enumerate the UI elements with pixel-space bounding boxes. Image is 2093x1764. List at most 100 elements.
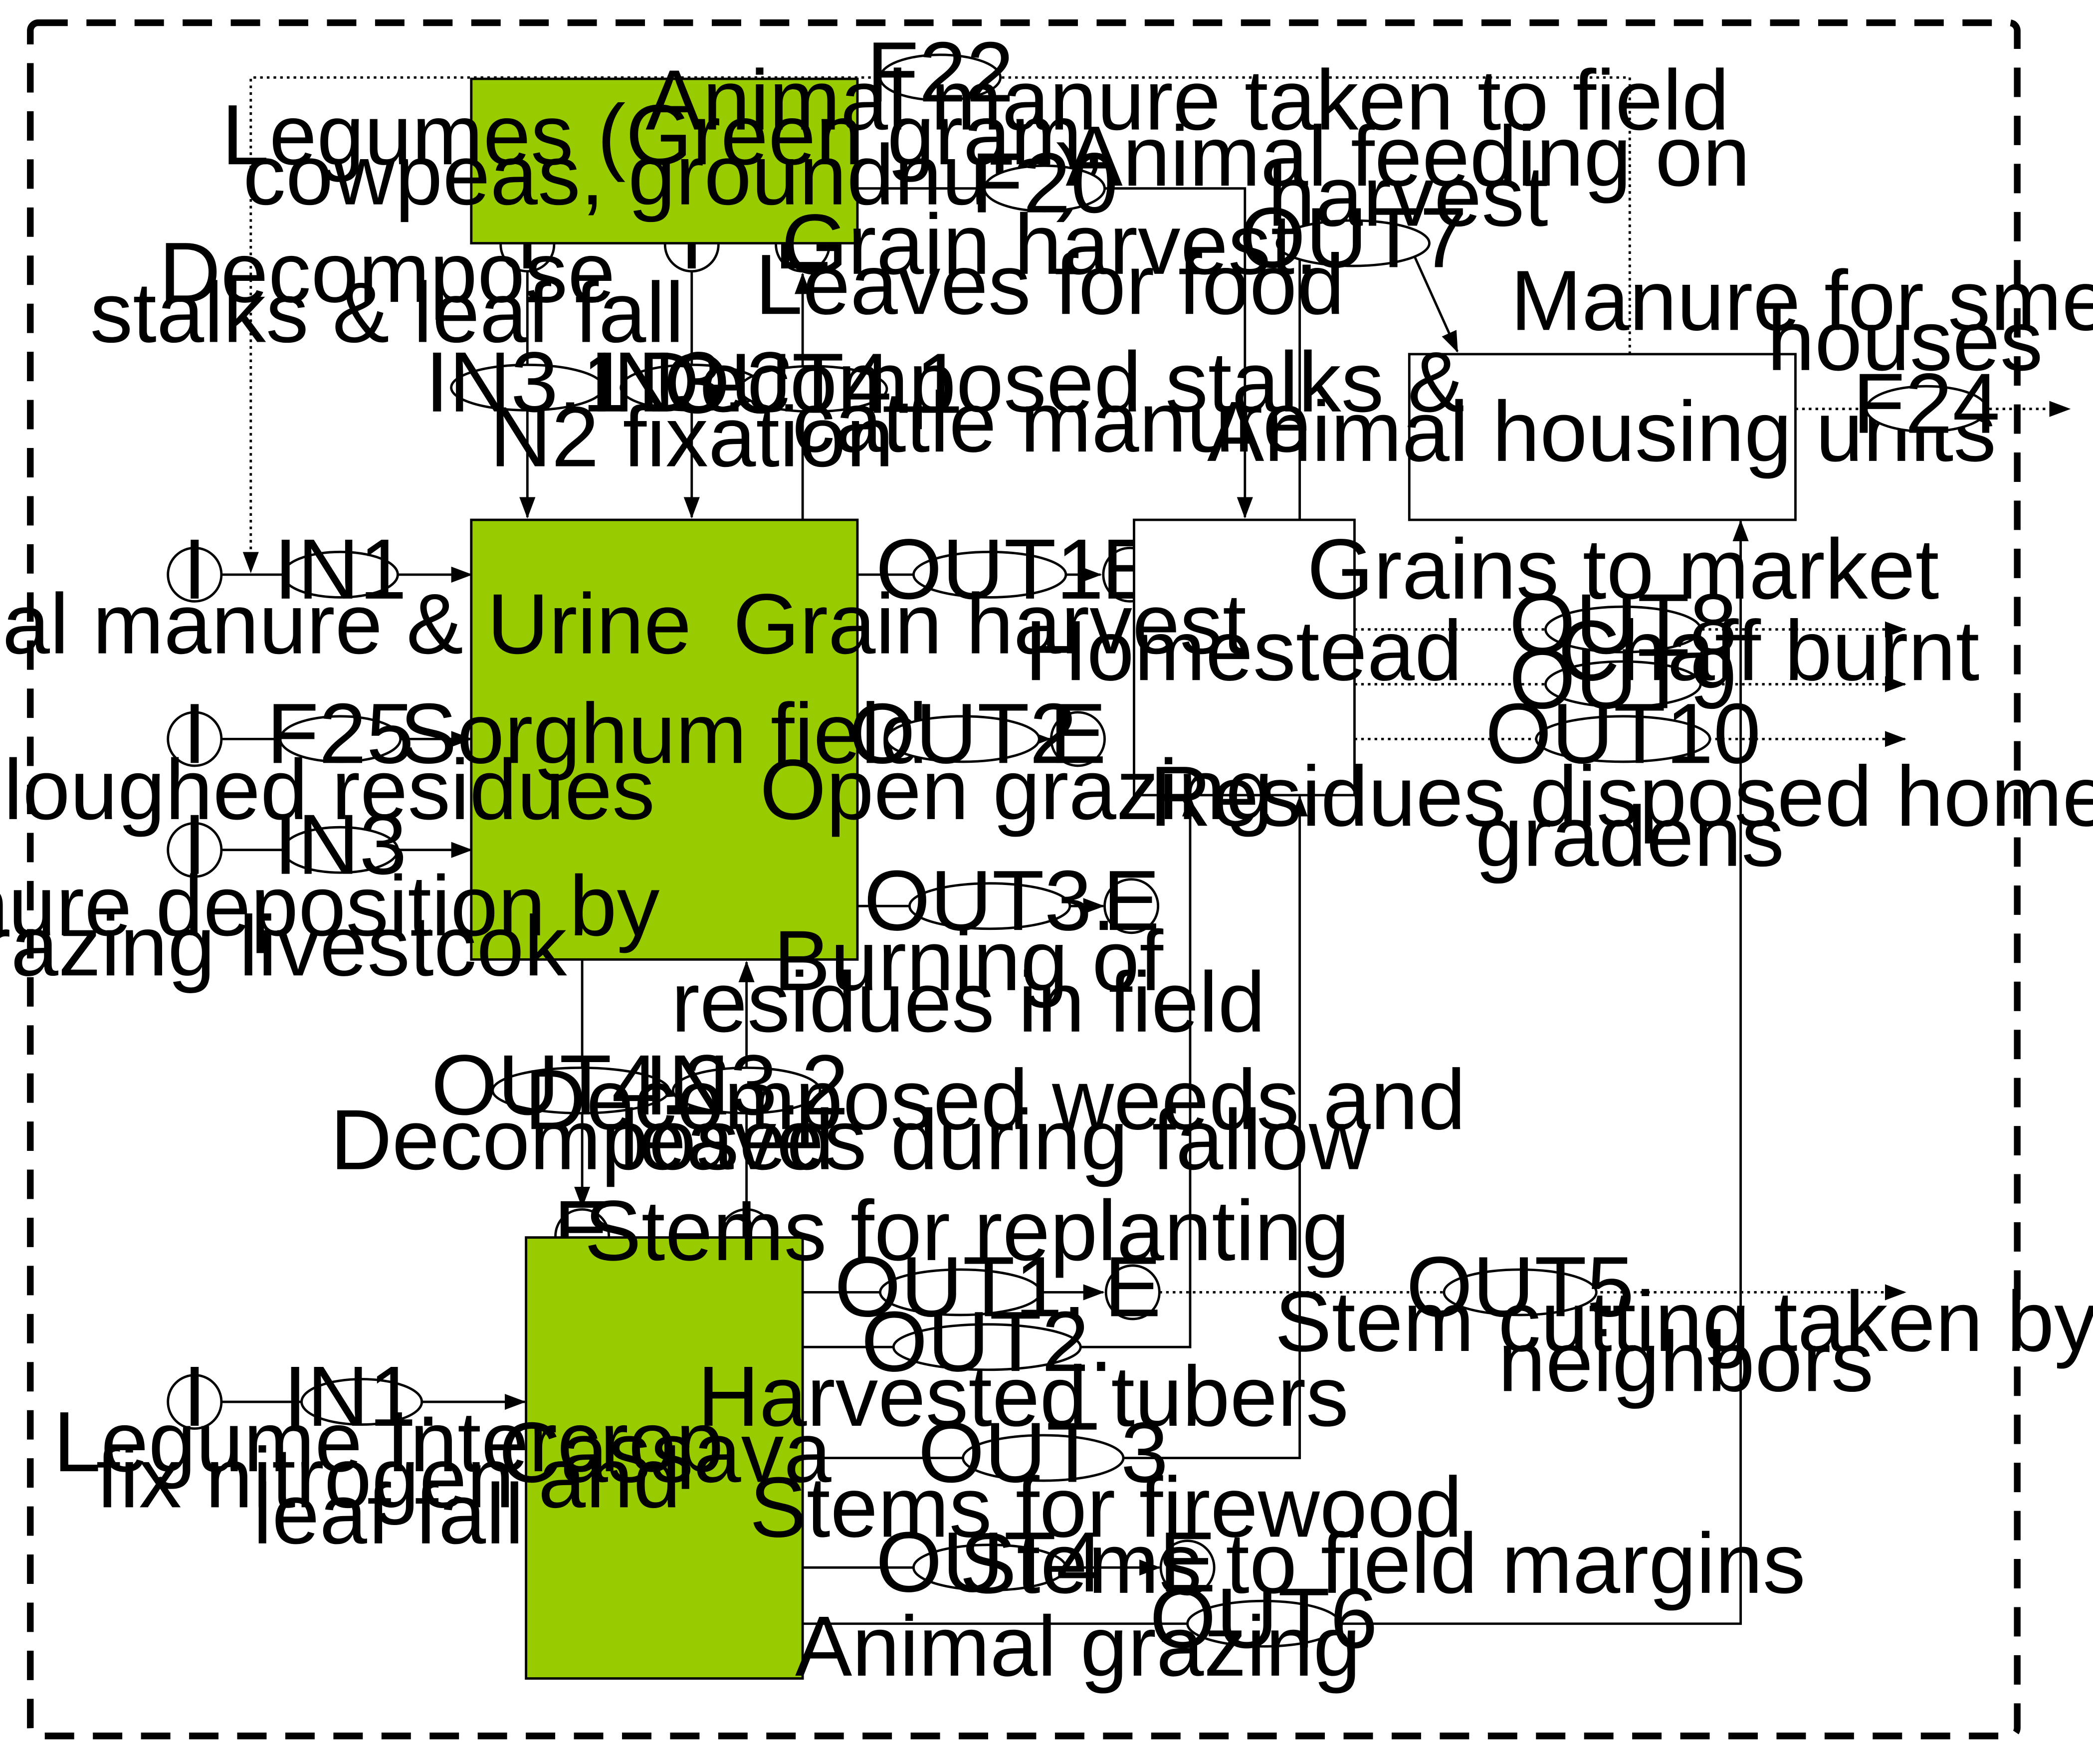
in32-id: IN3.2 (644, 1038, 849, 1133)
out5-label: neighbors (1498, 1314, 1874, 1409)
out2-export-terminal-label: E (1049, 686, 1106, 781)
out7-arrow (1413, 256, 1459, 353)
in1c-input-terminal-label: I (183, 1349, 207, 1444)
f25-oval (279, 715, 402, 763)
in32-oval (671, 1066, 822, 1114)
out1c-label: Stems for replanting (585, 1183, 1350, 1279)
out2-oval (885, 715, 1041, 763)
in33-label: N2 fixation (490, 390, 894, 485)
out3c-id: OUT 3 (918, 1405, 1168, 1501)
out3c-label: Stems for firewood (750, 1460, 1463, 1555)
in1c-label: leaf fall (253, 1467, 524, 1562)
in1-input-terminal-label: I (183, 522, 207, 617)
f22-label: Animal manure taken to field (645, 53, 1729, 148)
out4-id: OUT4 (876, 1515, 1104, 1610)
out7-label: harvest (1268, 149, 1548, 244)
f20-label: Leaves for food (755, 237, 1345, 332)
out5-id: OUT5 (1406, 1239, 1634, 1334)
out5-oval (1443, 1268, 1598, 1317)
out9-id: OUT9 (1509, 631, 1737, 726)
out4-label: Stems to field margins (960, 1516, 1806, 1611)
legumes-box (470, 77, 859, 244)
out8-oval (1544, 605, 1702, 654)
f25-input-terminal-label: I (183, 686, 207, 781)
f24-id: F24 (1853, 356, 2000, 451)
out1-oval (912, 550, 1067, 599)
out7-oval (1275, 219, 1431, 267)
sorghum-title: Sorghum field (400, 686, 928, 781)
out1c-export-terminal (1104, 1264, 1161, 1321)
in3-label: Manure deposition by (0, 859, 660, 954)
in32-label: Decomposed weeds and (524, 1052, 1465, 1147)
legumes-title: cowpeas, groundnuts) (243, 128, 1084, 223)
out1-id: OUT1 (876, 522, 1104, 617)
out2-label: Open grazing (760, 742, 1273, 838)
f20-id: F20 (971, 136, 1118, 231)
in31-label: Decompose (159, 225, 616, 320)
out1-label: Grain harvest (733, 577, 1247, 672)
out41-label: Decomposed stalks & (637, 335, 1465, 430)
in1c-oval (300, 1378, 423, 1426)
out10-label: gradens (1475, 789, 1785, 884)
out10-id: OUT10 (1485, 686, 1761, 781)
out8-label: Grains to market (1307, 522, 1939, 617)
out41-id: OUT4.1 (663, 336, 963, 431)
out4-export-terminal (1159, 1540, 1216, 1596)
out3-label: residues in field (671, 955, 1265, 1050)
f25-label: Reploughed residues (0, 742, 655, 838)
cassava-title: Cassava (499, 1405, 832, 1501)
out2-id: OUT2 (849, 686, 1077, 781)
out3-oval (908, 882, 1071, 930)
in1c-label: Legume Intercrop (53, 1394, 724, 1490)
f20-label: Grain harvest, (781, 197, 1318, 292)
in1-input-terminal (167, 546, 223, 603)
f25-id: F25 (267, 686, 414, 781)
out3-export-terminal-label: E (1103, 853, 1160, 948)
in31-id: IN3.1 (425, 335, 629, 430)
system-boundary (27, 19, 2021, 1740)
out10-label: Residues disposed home (1150, 749, 2093, 844)
homestead-title: Homestead (1025, 603, 1463, 698)
out7-id: OUT7 (1239, 190, 1467, 285)
legumes-title: Legumes (Green gram, (221, 87, 1105, 183)
f25-input-terminal (167, 711, 223, 767)
out1c-oval (879, 1268, 1042, 1317)
f24-label: Manure for smearing (1510, 253, 2093, 348)
in32-label: leaves during fallow (620, 1093, 1371, 1188)
out42-oval (491, 1066, 670, 1114)
out41-oval (738, 365, 888, 413)
f22-id: F22 (866, 24, 1014, 120)
f24-oval (1865, 385, 1988, 433)
out2c-id: OUT2. (861, 1294, 1113, 1389)
in1-id: IN1 (274, 522, 407, 617)
out6-id: OUT6 (1150, 1571, 1378, 1666)
out3c-oval (962, 1434, 1125, 1482)
out7-label: Animal feeding on (1065, 109, 1750, 204)
out5-label: Stem cutting taken by (1275, 1274, 2093, 1369)
in3-input-terminal (167, 822, 223, 878)
f24-label: houses (1767, 293, 2043, 389)
out2-export-terminal (1049, 711, 1106, 767)
in1-label: Animal manure & Urine (0, 577, 691, 672)
out9-oval (1544, 660, 1702, 708)
in31-oval (450, 363, 605, 412)
homestead-box (1133, 518, 1356, 797)
animal-housing-title: Animal housing units (1207, 384, 1996, 479)
in1c-label: fix nitrogen and (96, 1430, 681, 1526)
in1c-input-terminal (167, 1374, 223, 1430)
animal-housing-box (1408, 353, 1797, 521)
out6-line (803, 520, 1749, 1625)
out1c-id: OUT1. (835, 1239, 1086, 1334)
out9-label: Chaff burnt (1558, 603, 1979, 698)
out4-export-terminal-label: E (1159, 1515, 1216, 1610)
out42-label: Decomposed (330, 1093, 834, 1188)
out1c-export-terminal-label: E (1104, 1239, 1161, 1334)
in3-label: grazing livestcok (0, 898, 567, 994)
in1-oval (281, 550, 399, 599)
in3-oval (281, 826, 399, 874)
f22-oval (879, 53, 1002, 102)
sorghum-field-box (470, 518, 859, 961)
out3-export-terminal (1103, 878, 1160, 934)
cassava-box (525, 1236, 804, 1680)
in1c-id: IN1. (283, 1349, 440, 1444)
